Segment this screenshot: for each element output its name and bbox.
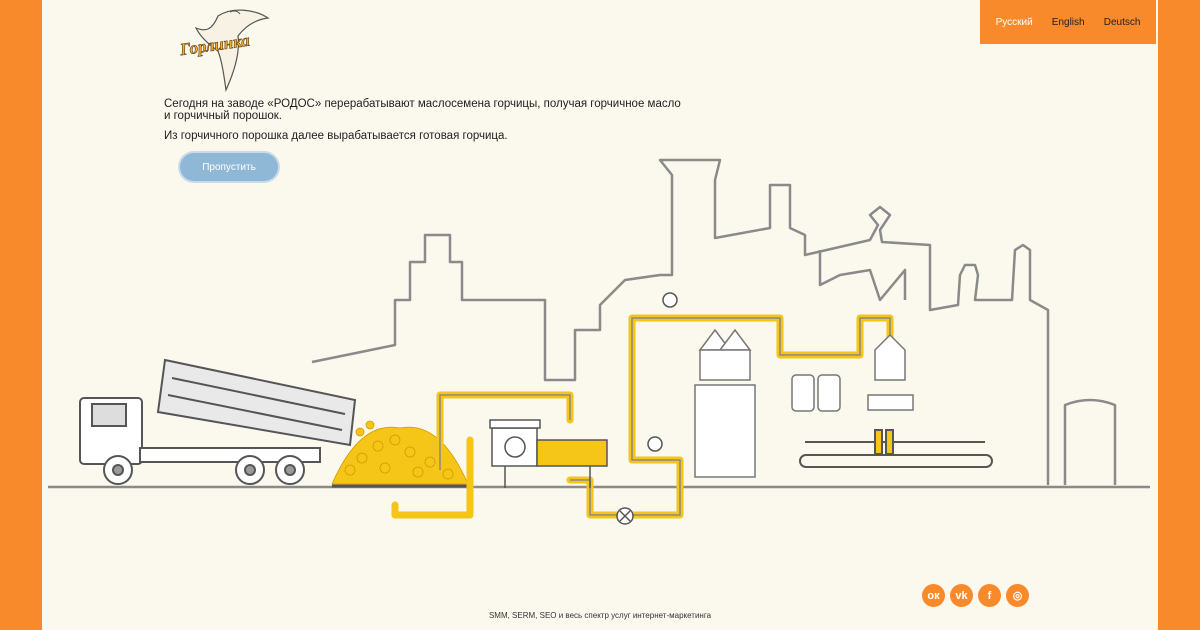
filter-tanks [694, 328, 914, 478]
vk-icon[interactable]: vk [950, 584, 973, 607]
intro-line-2: Из горчичного порошка далее вырабатывает… [164, 130, 508, 142]
brand-logo[interactable]: Горлинка [178, 6, 274, 96]
lang-russian[interactable]: Русский [995, 16, 1033, 28]
facebook-icon[interactable]: f [978, 584, 1001, 607]
lang-deutsch[interactable]: Deutsch [1103, 16, 1141, 28]
instagram-icon[interactable]: ◎ [1006, 584, 1029, 607]
factory-silhouette [311, 158, 1050, 485]
skip-button[interactable]: Пропустить [180, 153, 278, 181]
intro-line-1: Сегодня на заводе «РОДОС» перерабатывают… [164, 98, 681, 122]
bird-icon [194, 9, 270, 93]
intro-text: Сегодня на заводе «РОДОС» перерабатывают… [164, 98, 684, 150]
mustard-seed-pile [331, 420, 469, 485]
bottling-conveyor [799, 429, 993, 468]
lang-english[interactable]: English [1051, 16, 1085, 28]
footer-text[interactable]: SMM, SERM, SEO и весь спектр услуг интер… [488, 611, 712, 620]
oil-press [489, 419, 608, 488]
language-switcher: Русский English Deutsch [980, 0, 1156, 44]
pipeline [391, 314, 894, 519]
dump-truck [79, 358, 357, 485]
gauge-icon [616, 292, 678, 525]
social-links: ок vk f ◎ [922, 584, 1029, 607]
odnoklassniki-icon[interactable]: ок [922, 584, 945, 607]
